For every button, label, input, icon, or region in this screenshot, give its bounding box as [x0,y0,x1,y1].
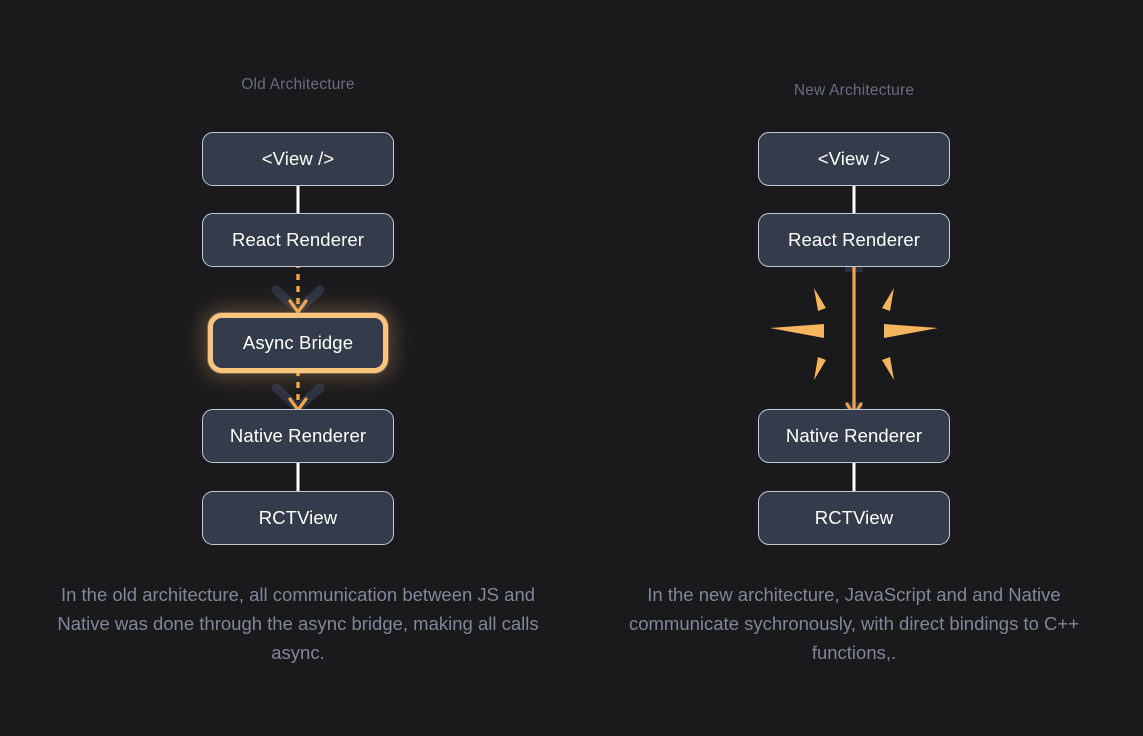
new-node-view: <View /> [758,132,950,186]
new-architecture-caption: In the new architecture, JavaScript and … [594,580,1114,667]
new-connector-native-rct [852,461,856,494]
old-node-async-bridge: Async Bridge [208,313,388,373]
new-architecture-title: New Architecture [793,82,915,99]
new-connector-view-react [852,184,856,216]
new-architecture-caption-text: In the new architecture, JavaScript and … [628,584,1080,663]
sync-arrow-down-icon [845,258,863,417]
new-architecture-column: New Architecture <View /> React Renderer… [594,0,1114,736]
old-node-native-renderer: Native Renderer [202,409,394,463]
new-node-rct-view: RCTView [758,491,950,545]
speed-burst-right-icon [882,288,938,380]
old-node-rct-view: RCTView [202,491,394,545]
speed-burst-left-icon [770,288,826,380]
old-architecture-caption: In the old architecture, all communicati… [57,584,539,663]
old-node-view: <View /> [202,132,394,186]
old-architecture-title: Old Architecture [241,76,355,93]
new-node-react-renderer: React Renderer [758,213,950,267]
old-connector-native-rct [296,461,300,494]
old-connector-view-react [296,184,300,216]
old-node-react-renderer: React Renderer [202,213,394,267]
old-architecture-column: Old Architecture <View /> React Renderer… [38,0,558,736]
async-arrow-down-icon [271,262,325,314]
new-node-native-renderer: Native Renderer [758,409,950,463]
async-arrow-down-icon [271,370,325,412]
